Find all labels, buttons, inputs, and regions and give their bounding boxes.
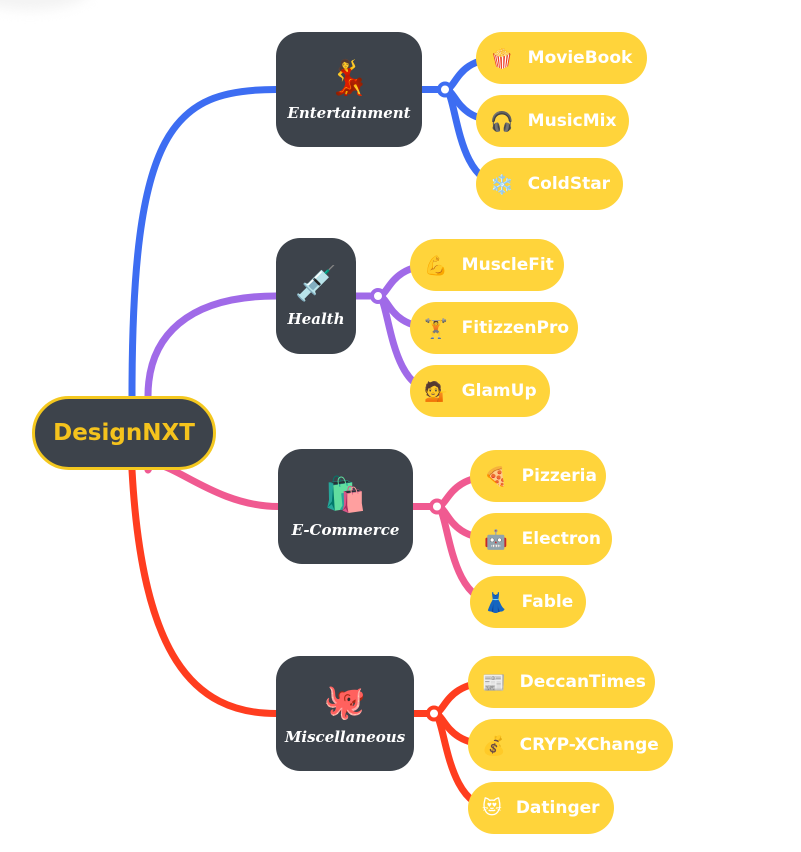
newspaper-icon: 📰 bbox=[482, 671, 506, 694]
leaf-label: Pizzeria bbox=[521, 466, 597, 486]
heart-eyes-cat-icon: 😻 bbox=[482, 797, 502, 819]
flexed-biceps-icon: 💪 bbox=[424, 254, 448, 277]
leaf-label: MusicMix bbox=[527, 111, 617, 131]
leaf-node-coldstar[interactable]: ❄️ ColdStar bbox=[476, 158, 623, 210]
junction-node-miscellaneous bbox=[426, 705, 442, 722]
headphones-icon: 🎧 bbox=[490, 110, 514, 133]
leaf-node-glamup[interactable]: 💁 GlamUp bbox=[410, 365, 550, 417]
leaf-label: MuscleFit bbox=[461, 255, 554, 275]
leaf-node-moviebook[interactable]: 🍿 MovieBook bbox=[476, 32, 647, 84]
leaf-label: Fable bbox=[521, 592, 574, 612]
root-connector-miscellaneous bbox=[128, 466, 280, 717]
leaf-node-datinger[interactable]: 😻 Datinger bbox=[468, 782, 614, 834]
leaf-node-deccantimes[interactable]: 📰 DeccanTimes bbox=[468, 656, 655, 708]
dancer-icon: 💃 bbox=[327, 57, 371, 98]
category-node-health[interactable]: 💉 Health bbox=[276, 238, 356, 354]
root-connector-e-commerce bbox=[144, 461, 282, 510]
leaf-node-fitizzenpro[interactable]: 🏋️ FitizzenPro bbox=[410, 302, 578, 354]
snowflake-icon: ❄️ bbox=[490, 173, 514, 196]
leaf-label: CRYP-XChange bbox=[519, 735, 659, 755]
leaf-label: ColdStar bbox=[527, 174, 611, 194]
popcorn-icon: 🍿 bbox=[490, 47, 514, 70]
shopping-bags-icon: 🛍️ bbox=[324, 474, 367, 515]
leaf-label: Datinger bbox=[515, 798, 600, 818]
woman-tipping-hand-icon: 💁 bbox=[424, 380, 448, 403]
root-label: DesignNXT bbox=[53, 420, 195, 446]
category-label: Miscellaneous bbox=[284, 727, 406, 746]
leaf-node-musclefit[interactable]: 💪 MuscleFit bbox=[410, 239, 564, 291]
weightlifter-icon: 🏋️ bbox=[424, 317, 448, 340]
leaf-label: FitizzenPro bbox=[461, 318, 570, 338]
category-node-miscellaneous[interactable]: 🐙 Miscellaneous bbox=[276, 656, 414, 771]
root-connector-entertainment bbox=[128, 86, 280, 400]
octopus-icon: 🐙 bbox=[323, 681, 367, 722]
syringe-icon: 💉 bbox=[294, 264, 338, 304]
category-node-e-commerce[interactable]: 🛍️ E-Commerce bbox=[278, 449, 413, 564]
leaf-node-electron[interactable]: 🤖 Electron bbox=[470, 513, 612, 565]
leaf-label: Electron bbox=[521, 529, 602, 549]
category-label: Health bbox=[287, 310, 345, 328]
leaf-label: MovieBook bbox=[527, 48, 633, 68]
corner-shadow bbox=[0, 0, 90, 10]
root-connector-health bbox=[144, 292, 280, 400]
leaf-node-fable[interactable]: 👗 Fable bbox=[470, 576, 586, 628]
category-label: E-Commerce bbox=[291, 520, 400, 539]
money-bag-icon: 💰 bbox=[482, 734, 506, 757]
leaf-label: DeccanTimes bbox=[519, 672, 646, 692]
category-node-entertainment[interactable]: 💃 Entertainment bbox=[276, 32, 422, 147]
leaf-node-musicmix[interactable]: 🎧 MusicMix bbox=[476, 95, 629, 147]
category-label: Entertainment bbox=[287, 103, 411, 122]
pizza-icon: 🍕 bbox=[484, 465, 508, 488]
dress-icon: 👗 bbox=[484, 591, 508, 614]
leaf-label: GlamUp bbox=[461, 381, 537, 401]
junction-node-health bbox=[370, 288, 386, 304]
junction-node-e-commerce bbox=[429, 498, 445, 515]
junction-node-entertainment bbox=[437, 81, 453, 98]
root-node[interactable]: DesignNXT bbox=[32, 396, 216, 470]
leaf-node-pizzeria[interactable]: 🍕 Pizzeria bbox=[470, 450, 606, 502]
leaf-node-cryp-xchange[interactable]: 💰 CRYP-XChange bbox=[468, 719, 673, 771]
robot-icon: 🤖 bbox=[484, 528, 508, 551]
